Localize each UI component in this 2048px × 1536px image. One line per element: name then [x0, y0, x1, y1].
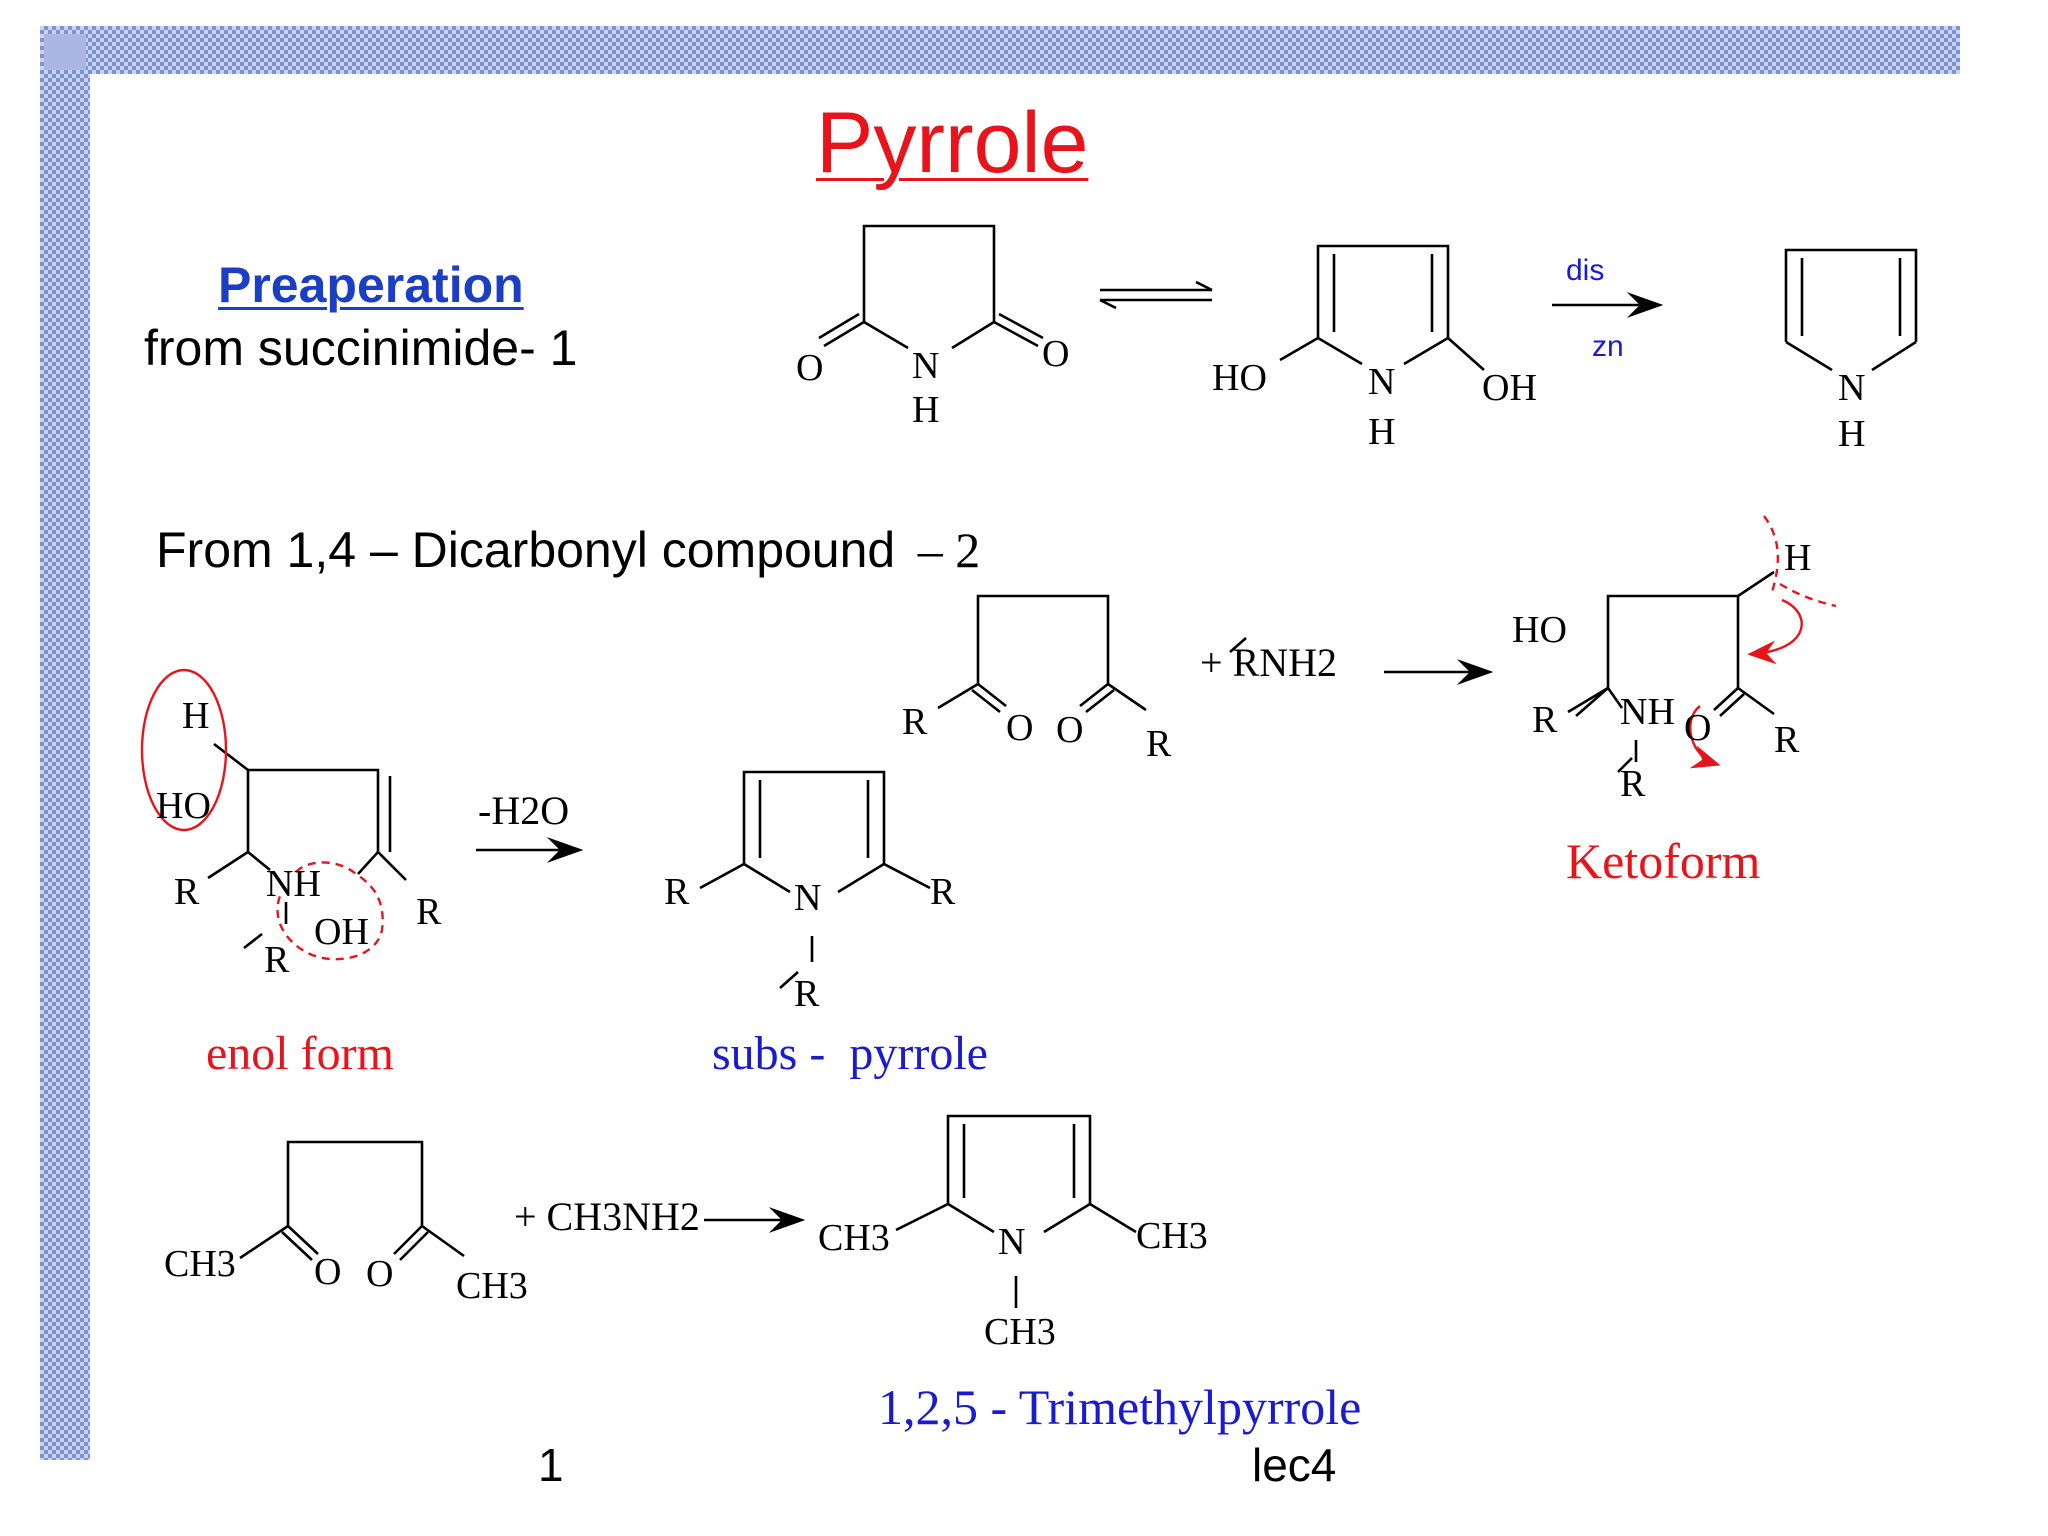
ketoform-label: Ketoform — [1566, 833, 1761, 889]
atom-r: R — [1620, 763, 1646, 805]
enol-form-label: enol form — [206, 1027, 394, 1080]
succinimide-structure — [818, 224, 1044, 350]
atom-r: R — [1532, 699, 1558, 741]
atom-oh: OH — [314, 911, 369, 953]
ketoform-annotations — [1689, 515, 1837, 769]
atom-h: H — [1784, 537, 1811, 579]
reagent-rnh2: + RNH2 — [1200, 640, 1337, 685]
atom-h: H — [912, 389, 939, 431]
method-2-text: From 1,4 – Dicarbonyl compound — [156, 522, 896, 578]
footer-page-number: 1 — [538, 1439, 564, 1491]
ketoform-structure — [1567, 570, 1775, 773]
atom-ho: HO — [1512, 609, 1567, 651]
atom-r: R — [264, 939, 290, 981]
reagent-zn: zn — [1592, 330, 1624, 363]
dihydroxypyrrole-structure — [1279, 244, 1485, 371]
atom-n: N — [998, 1221, 1025, 1263]
atom-r: R — [1146, 723, 1172, 765]
atom-r: R — [794, 973, 820, 1015]
subs-pyrrole-label: subs - pyrrole — [712, 1027, 988, 1080]
section-heading: Preaperation — [218, 257, 524, 313]
atom-nh: NH — [266, 863, 321, 905]
atom-h: H — [1838, 413, 1865, 455]
footer-lecture-label: lec4 — [1252, 1439, 1337, 1491]
method-1-label: from succinimide- 1 — [144, 320, 578, 376]
atom-nh: NH — [1620, 691, 1675, 733]
atom-o: O — [1056, 709, 1083, 751]
atom-ch3: CH3 — [456, 1265, 528, 1307]
hexanedione-structure — [239, 1140, 465, 1261]
reagent-dis: dis — [1566, 254, 1604, 287]
trimethylpyrrole-structure — [895, 1114, 1137, 1308]
decorative-corner — [44, 34, 86, 70]
decorative-left-border — [40, 26, 90, 1460]
method-2-number: – 2 — [917, 522, 981, 578]
atom-o: O — [314, 1251, 341, 1293]
atom-ho: HO — [156, 785, 211, 827]
atom-ch3: CH3 — [984, 1311, 1056, 1353]
atom-h: H — [182, 695, 209, 737]
reagent-minus-h2o: -H2O — [478, 788, 569, 833]
atom-n: N — [1838, 367, 1865, 409]
decorative-top-border — [40, 26, 1960, 74]
atom-r: R — [1774, 719, 1800, 761]
atom-ho: HO — [1212, 357, 1267, 399]
atom-r: R — [174, 871, 200, 913]
atom-o: O — [1684, 707, 1711, 749]
trimethylpyrrole-label: 1,2,5 - Trimethylpyrrole — [878, 1379, 1362, 1435]
atom-labels: O N H O HO N H OH N H R O O R H HO R NH … — [156, 333, 1865, 1353]
enol-form-structure — [207, 742, 407, 950]
slide-title: Pyrrole — [816, 95, 1089, 191]
atom-n: N — [912, 345, 939, 387]
atom-o: O — [796, 347, 823, 389]
atom-o: O — [366, 1253, 393, 1295]
dicarbonyl-r-structure — [937, 594, 1147, 714]
atom-r: R — [664, 871, 690, 913]
atom-ch3: CH3 — [1136, 1215, 1208, 1257]
atom-n: N — [794, 877, 821, 919]
atom-r: R — [416, 891, 442, 933]
atom-ch3: CH3 — [818, 1217, 890, 1259]
atom-h: H — [1368, 411, 1395, 453]
atom-n: N — [1368, 361, 1395, 403]
atom-oh: OH — [1482, 367, 1537, 409]
reagent-ch3nh2: + CH3NH2 — [514, 1194, 700, 1239]
atom-r: R — [930, 871, 956, 913]
method-2-label: From 1,4 – Dicarbonyl compound – 2 — [156, 525, 980, 575]
equilibrium-arrows — [1099, 280, 1213, 310]
subs-pyrrole-structure — [699, 770, 931, 989]
enol-annotations — [140, 668, 384, 961]
atom-r: R — [902, 701, 928, 743]
atom-o: O — [1042, 333, 1069, 375]
rnh2-tick — [1229, 637, 1247, 653]
atom-ch3: CH3 — [164, 1243, 236, 1285]
atom-o: O — [1006, 707, 1033, 749]
pyrrole-structure — [1784, 248, 1918, 372]
